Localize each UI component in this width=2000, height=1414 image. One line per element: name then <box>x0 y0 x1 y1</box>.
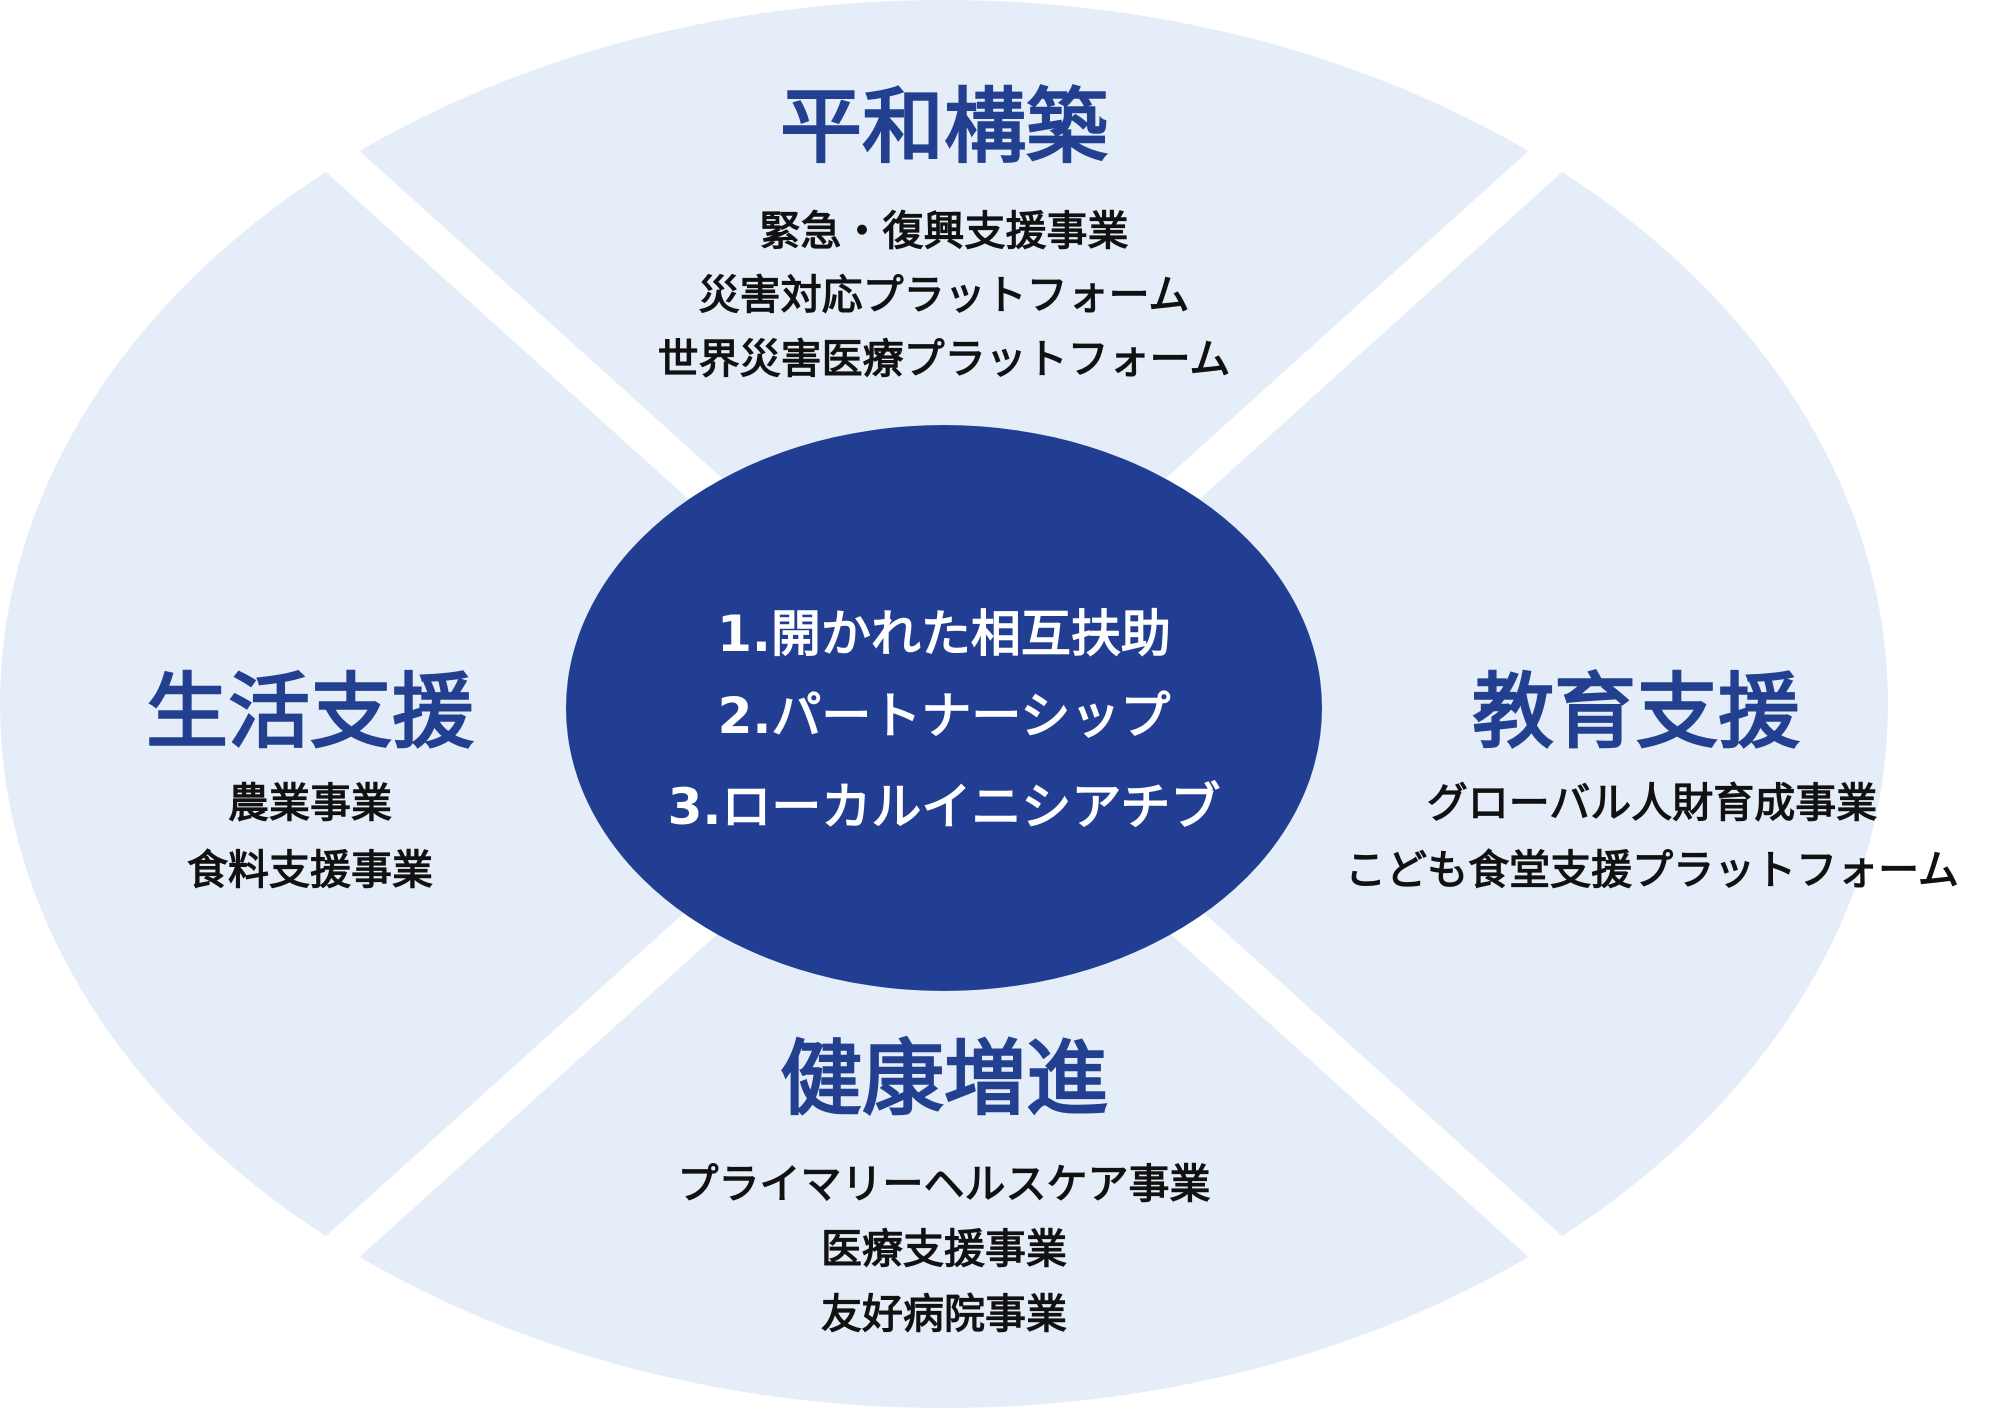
section-right-item-1: グローバル人財育成事業 <box>1427 779 1878 827</box>
core-ellipse <box>566 425 1322 991</box>
section-top-item-1: 緊急・復興支援事業 <box>760 207 1129 255</box>
section-top-item-3: 世界災害医療プラットフォーム <box>658 335 1231 383</box>
section-title-left: 生活支援 <box>146 665 475 760</box>
section-title-top: 平和構築 <box>780 80 1109 175</box>
section-left-item-2: 食料支援事業 <box>187 846 433 894</box>
section-bottom-item-2: 医療支援事業 <box>821 1225 1067 1273</box>
section-title-right: 教育支援 <box>1472 665 1801 760</box>
section-right-item-2: こども食堂支援プラットフォーム <box>1345 846 1959 894</box>
section-top-item-2: 災害対応プラットフォーム <box>699 271 1190 319</box>
section-left-item-1: 農業事業 <box>228 779 392 827</box>
core-item-1: 1.開かれた相互扶助 <box>717 605 1171 663</box>
section-bottom-item-3: 友好病院事業 <box>821 1290 1067 1338</box>
core-item-2: 2.パートナーシップ <box>718 687 1171 745</box>
section-bottom-item-1: プライマリーヘルスケア事業 <box>678 1160 1211 1208</box>
section-title-bottom: 健康増進 <box>780 1032 1108 1127</box>
core-item-3: 3.ローカルイニシアチブ <box>668 778 1221 836</box>
